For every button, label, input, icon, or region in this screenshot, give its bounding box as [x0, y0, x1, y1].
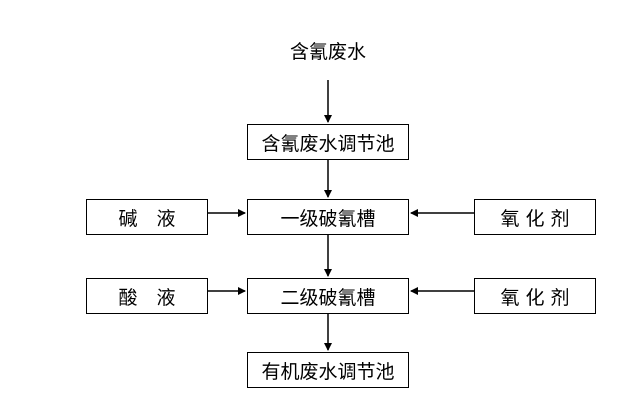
- source-label-cyanide-wastewater: 含氰废水: [289, 41, 366, 63]
- box-label: 有机废水调节池: [261, 360, 395, 383]
- box-cyanide-wastewater-regulating-tank: 含氰废水调节池: [247, 124, 409, 160]
- box-oxidant-stage2: 氧 化 剂: [474, 278, 596, 314]
- box-label: 一级破氰槽: [280, 207, 376, 230]
- box-label: 氧 化 剂: [500, 207, 570, 230]
- box-acid-solution: 酸 液: [86, 278, 208, 314]
- box-label: 碱 液: [118, 207, 176, 230]
- box-label: 含氰废水调节池: [261, 132, 395, 155]
- box-label: 酸 液: [118, 286, 176, 309]
- box-alkali-solution: 碱 液: [86, 199, 208, 235]
- box-stage2-cyanide-breaking-tank: 二级破氰槽: [247, 278, 409, 314]
- box-stage1-cyanide-breaking-tank: 一级破氰槽: [247, 199, 409, 235]
- box-oxidant-stage1: 氧 化 剂: [474, 199, 596, 235]
- box-label: 二级破氰槽: [280, 286, 376, 309]
- box-label: 氧 化 剂: [500, 286, 570, 309]
- box-organic-wastewater-regulating-tank: 有机废水调节池: [247, 352, 409, 388]
